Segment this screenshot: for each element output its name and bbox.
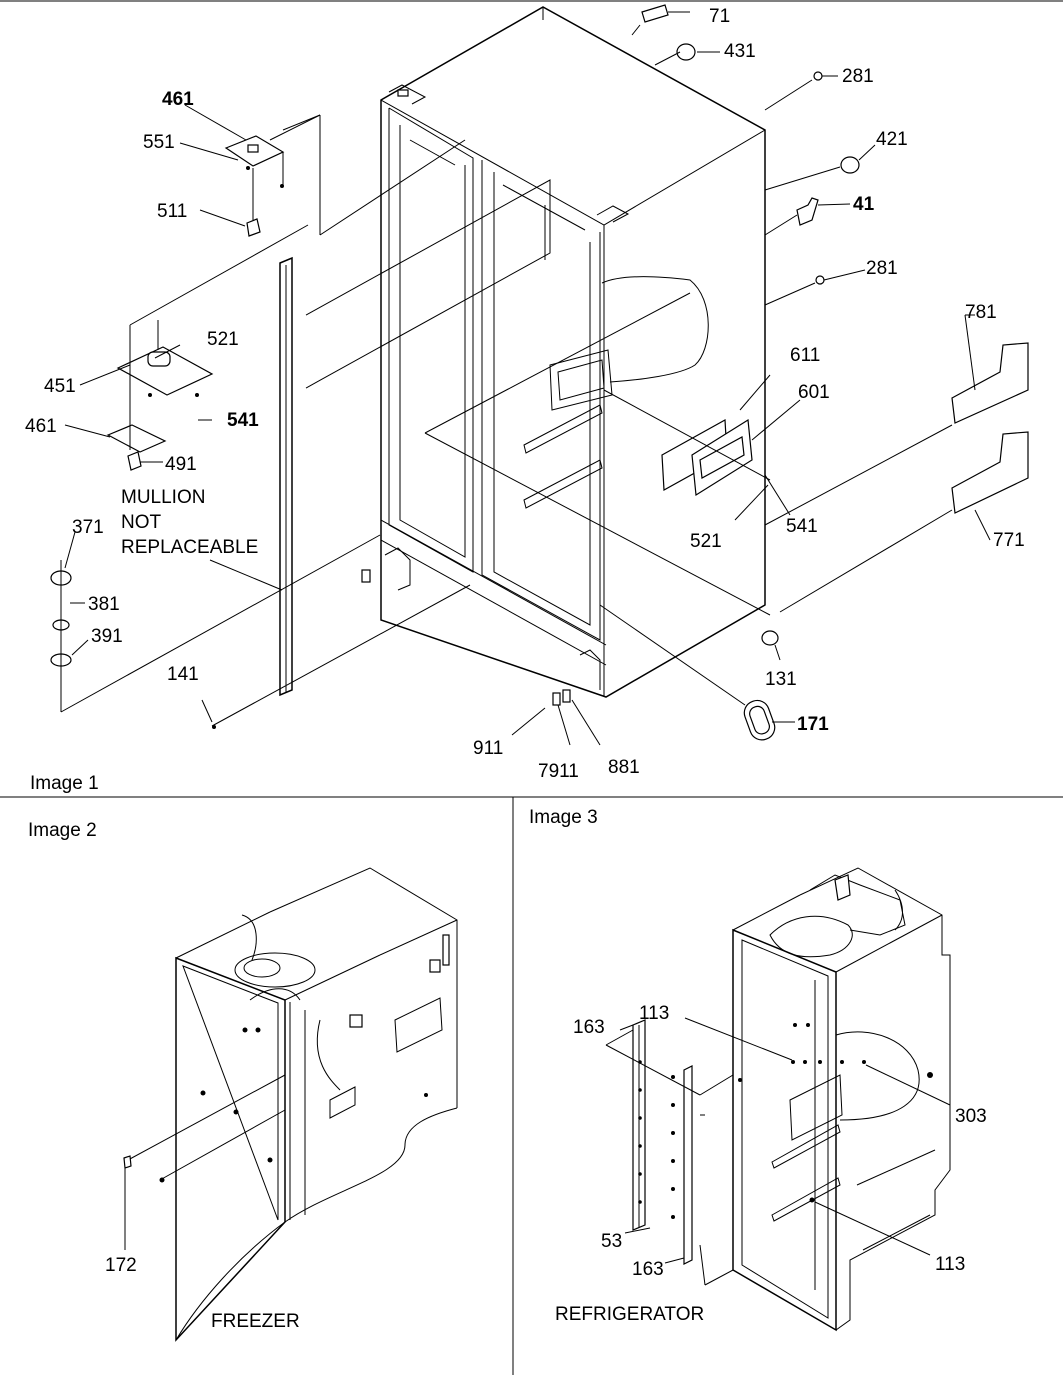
callout-771: 771 — [993, 530, 1025, 551]
callout-511: 511 — [157, 201, 187, 222]
image1-caption: Image 1 — [30, 773, 99, 794]
callout-303: 303 — [955, 1106, 987, 1127]
callout-163-upper: 163 — [573, 1017, 605, 1038]
dashed-panel-guides — [269, 114, 771, 616]
callout-431: 431 — [724, 41, 756, 62]
right-side-parts — [64, 4, 1029, 746]
callout-141: 141 — [167, 664, 199, 685]
callout-53: 53 — [601, 1231, 622, 1252]
callout-7911: 7911 — [538, 761, 579, 782]
callout-541-right: 541 — [786, 516, 818, 537]
upper-bracket-assembly — [224, 114, 321, 237]
mullion-note-line3: REPLACEABLE — [121, 537, 258, 558]
callout-171: 171 — [797, 714, 829, 735]
callout-131: 131 — [765, 669, 797, 690]
callout-163-lower: 163 — [632, 1259, 664, 1280]
refrigerator-drawing — [605, 867, 951, 1332]
fastener-stack — [50, 534, 471, 729]
freezer-label: FREEZER — [211, 1311, 300, 1332]
callout-41: 41 — [853, 194, 875, 215]
callout-113-lower: 113 — [935, 1254, 965, 1275]
callout-113-upper: 113 — [639, 1003, 669, 1024]
callout-371: 371 — [72, 517, 104, 538]
cabinet-assembly — [361, 6, 766, 706]
callout-461-lower: 461 — [25, 416, 57, 437]
refrigerator-label: REFRIGERATOR — [555, 1304, 704, 1325]
callout-281-lower: 281 — [866, 258, 898, 279]
callout-172: 172 — [105, 1255, 137, 1276]
mullion — [209, 256, 293, 697]
callout-521-left: 521 — [207, 329, 239, 350]
lower-bracket-assembly — [106, 224, 309, 471]
mullion-note-line1: MULLION — [121, 487, 205, 508]
callout-521-right: 521 — [690, 531, 722, 552]
callout-71: 71 — [709, 6, 730, 27]
callout-381: 381 — [88, 594, 120, 615]
mullion-note-line2: NOT — [121, 512, 162, 533]
callout-601: 601 — [798, 382, 830, 403]
callout-781: 781 — [965, 302, 997, 323]
callout-911: 911 — [473, 738, 503, 759]
callout-541-left: 541 — [227, 410, 259, 431]
freezer-drawing — [123, 867, 458, 1342]
callout-421: 421 — [876, 129, 908, 150]
callout-461-upper: 461 — [162, 89, 194, 110]
callout-611: 611 — [790, 345, 820, 366]
callout-281-upper: 281 — [842, 66, 874, 87]
callout-451: 451 — [44, 376, 76, 397]
callout-391: 391 — [91, 626, 123, 647]
callout-881: 881 — [608, 757, 640, 778]
callout-551: 551 — [143, 132, 175, 153]
image3-caption: Image 3 — [529, 807, 598, 828]
image2-caption: Image 2 — [28, 820, 97, 841]
callout-491: 491 — [165, 454, 197, 475]
